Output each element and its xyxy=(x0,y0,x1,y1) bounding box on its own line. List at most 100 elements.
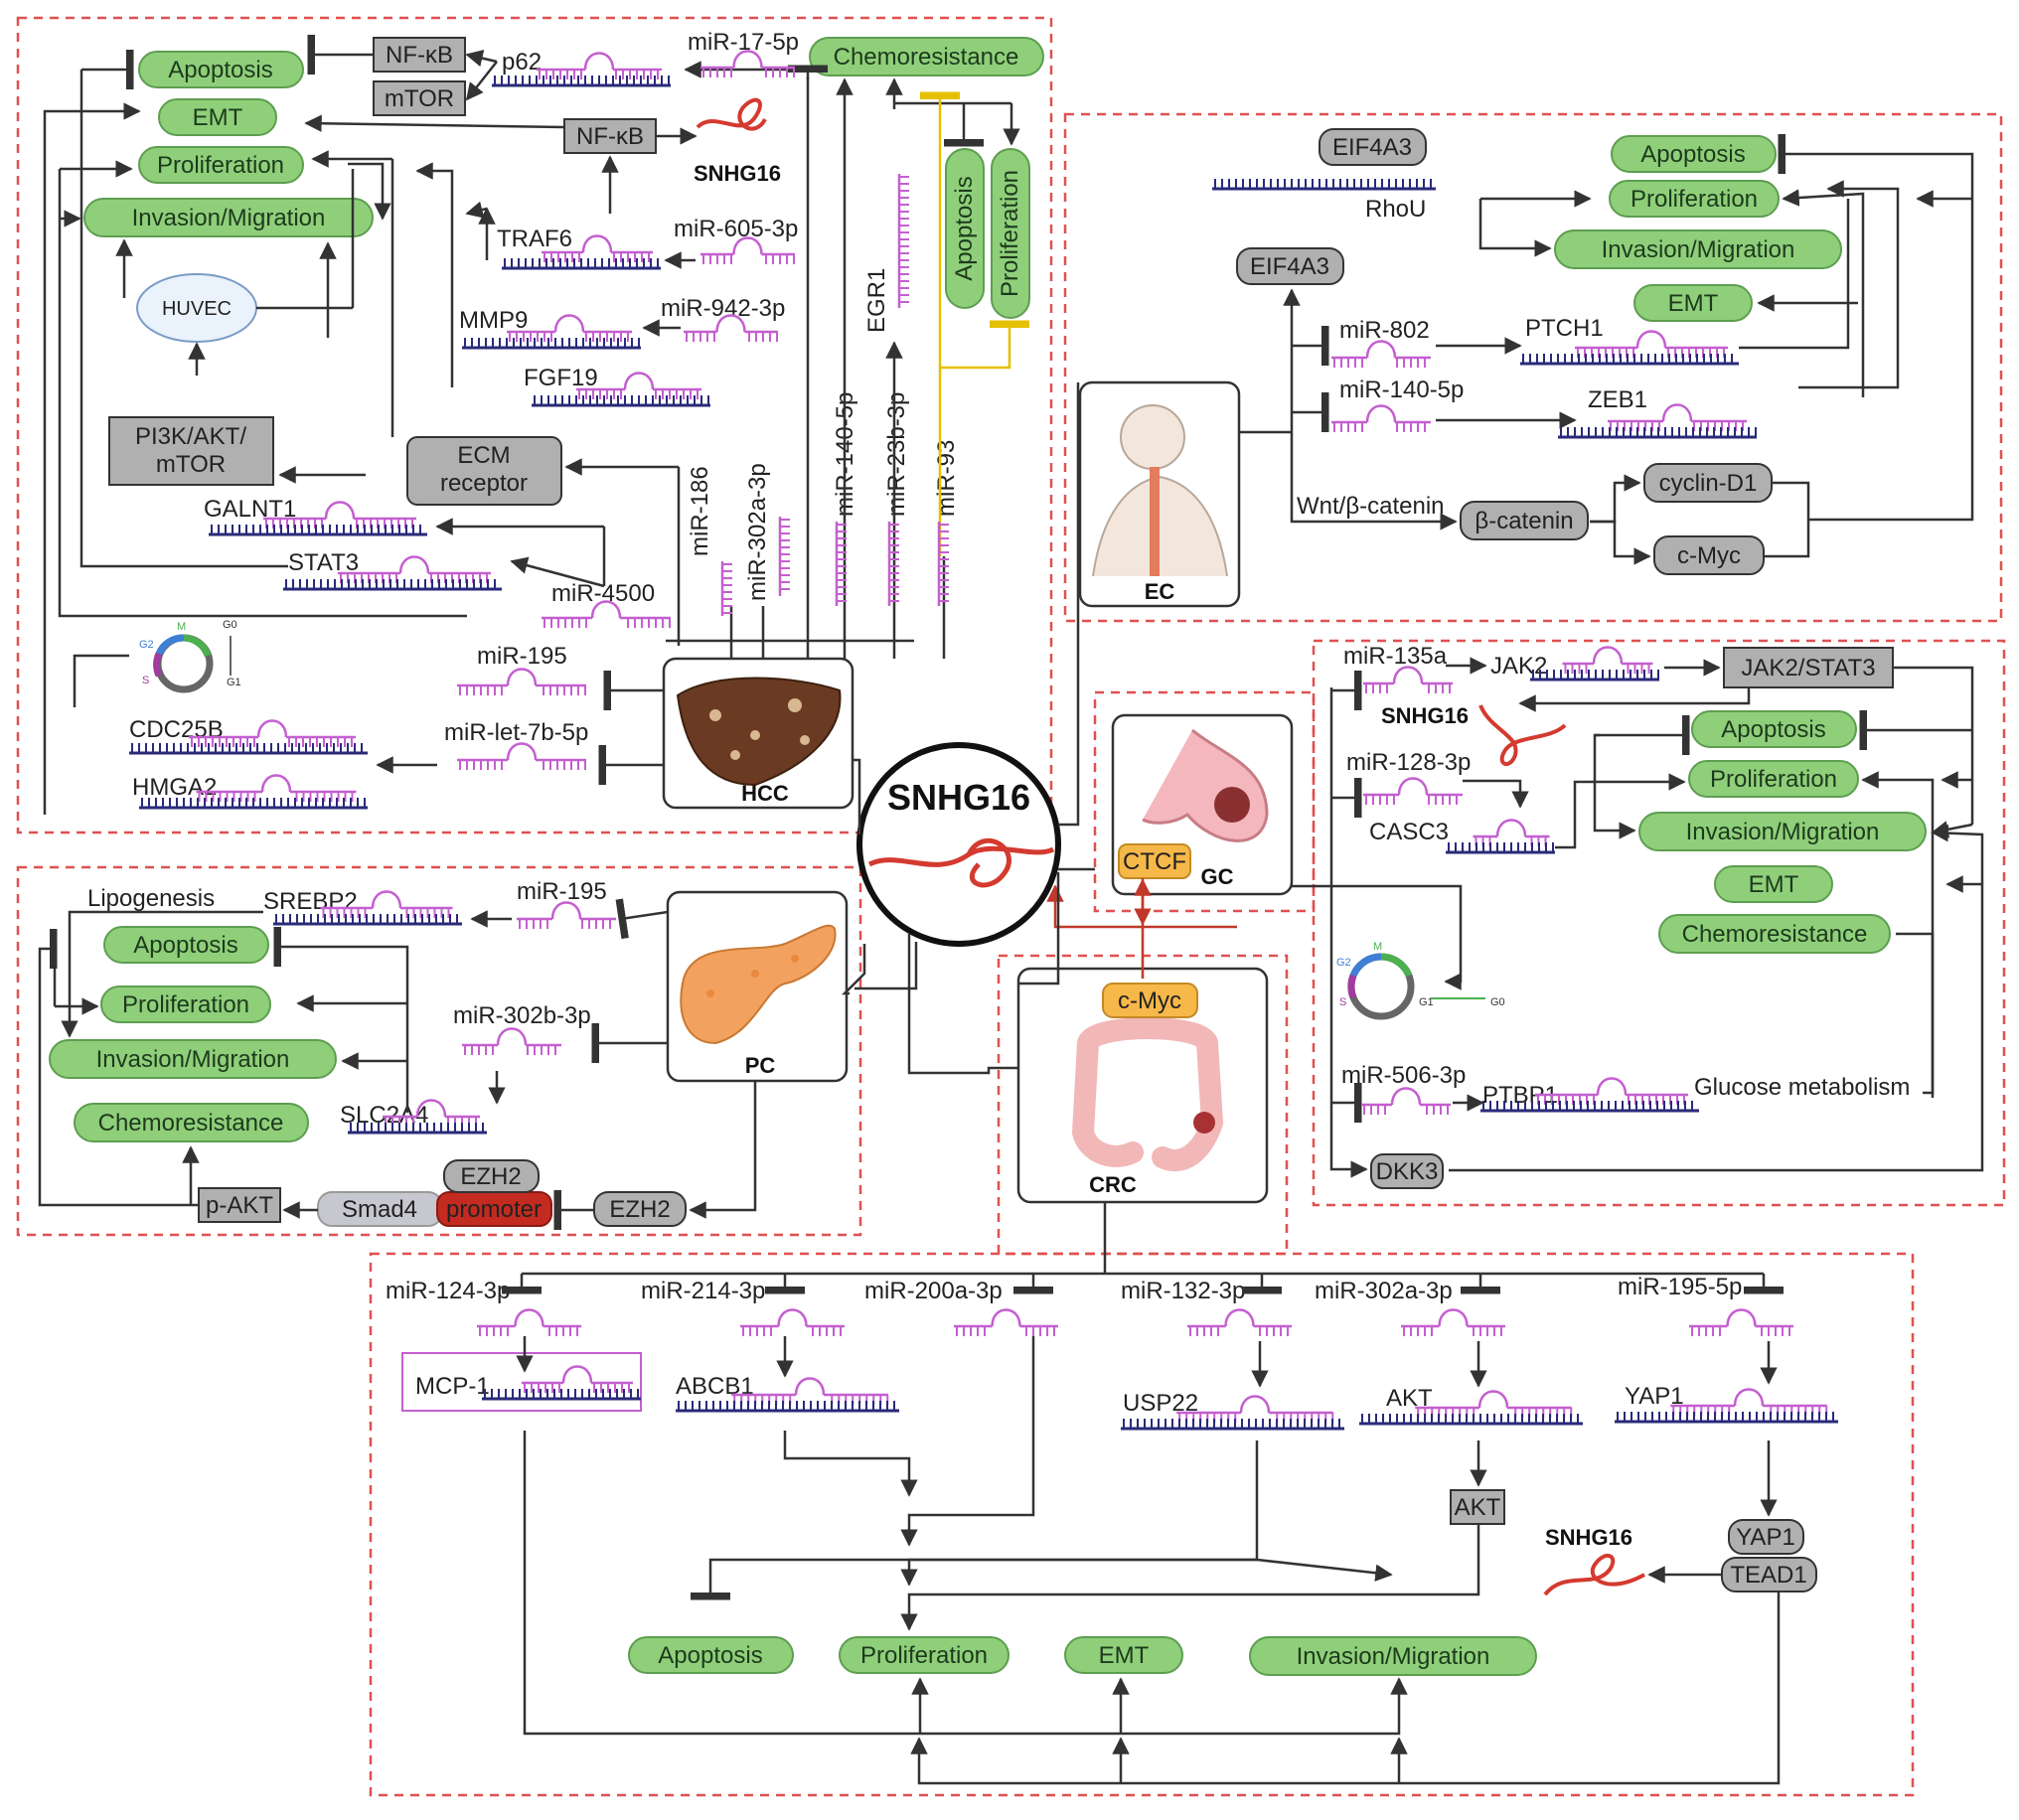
crc-akt-text: AKT xyxy=(1455,1494,1501,1521)
hcc-apoptosis-vertical-pill: Apoptosis xyxy=(945,148,985,309)
gc-jak2stat3-text: JAK2/STAT3 xyxy=(1741,655,1875,682)
hub-connectors xyxy=(841,382,1095,1075)
hcc-connectors xyxy=(43,35,1029,815)
region-ec xyxy=(1063,112,2003,623)
hcc-nfkb-a-text: NF-κB xyxy=(386,42,453,69)
gc-emt-pill: EMT xyxy=(1714,865,1833,903)
hcc-cycle-s: S xyxy=(142,675,149,686)
ec-emt-text: EMT xyxy=(1668,290,1719,317)
hcc-apoptosis-pill: Apoptosis xyxy=(138,51,304,88)
ec-cmyc-text: c-Myc xyxy=(1677,542,1741,569)
ec-bcat-text: β-catenin xyxy=(1475,508,1573,534)
hub-title: SNHG16 xyxy=(887,777,1030,818)
gc-proliferation-text: Proliferation xyxy=(1710,766,1837,793)
pc-connectors xyxy=(38,898,757,1230)
hcc-fgf19-label: FGF19 xyxy=(524,365,598,391)
ec-apoptosis-pill: Apoptosis xyxy=(1611,135,1777,173)
pc-srebp2-label: SREBP2 xyxy=(263,888,358,915)
crc-mir200a-glyph xyxy=(954,1308,1058,1336)
hcc-snhg16-rna: SNHG16 xyxy=(694,97,781,186)
crc-apoptosis-pill: Apoptosis xyxy=(628,1636,794,1674)
pc-promoter-text: promoter xyxy=(446,1196,542,1223)
pc-chemoresistance-text: Chemoresistance xyxy=(98,1110,284,1137)
pc-mir195-glyph xyxy=(517,901,616,929)
hcc-mmp9-glyph-mirna xyxy=(507,314,632,342)
hcc-p62-label: p62 xyxy=(502,49,542,76)
crc-mir-4: miR-302a-3p xyxy=(1315,1278,1453,1304)
pc-ezh2-text: EZH2 xyxy=(609,1196,670,1223)
hcc-chemoresistance-text: Chemoresistance xyxy=(834,44,1019,71)
gc-apoptosis-pill: Apoptosis xyxy=(1691,710,1857,748)
ec-organ-box: EC xyxy=(1078,380,1241,608)
crc-mir-0: miR-124-3p xyxy=(386,1278,510,1304)
ec-eif4a3-b-text: EIF4A3 xyxy=(1250,253,1329,280)
hcc-traf6-glyph-mrna xyxy=(502,258,661,270)
gc-jak2-label: JAK2 xyxy=(1490,653,1547,680)
hcc-hmga2-label: HMGA2 xyxy=(132,774,217,801)
ec-module: EC EIF4A3 EIF4A3 RhoU miR-802 PTCH1 miR-… xyxy=(1078,128,1974,608)
ec-rhou-mrna xyxy=(1212,179,1436,191)
hcc-mir186-glyph xyxy=(720,561,732,616)
ec-cmyc-box: c-Myc xyxy=(1653,535,1765,575)
gc-mir128-label: miR-128-3p xyxy=(1346,749,1471,776)
hcc-mir93-glyph xyxy=(937,522,949,606)
crc-apoptosis-text: Apoptosis xyxy=(658,1642,762,1669)
ec-connectors xyxy=(1239,134,1974,565)
ec-cyclind1-text: cyclin-D1 xyxy=(1659,470,1758,497)
hcc-mir195-glyph xyxy=(457,668,586,695)
hcc-p62-glyph-mrna xyxy=(492,76,671,87)
hcc-mmp9-label: MMP9 xyxy=(459,307,528,334)
crc-mir-5: miR-195-5p xyxy=(1618,1274,1742,1300)
pc-label: PC xyxy=(745,1053,776,1078)
hcc-huvec-text: HUVEC xyxy=(162,298,232,320)
gc-mir135a-glyph xyxy=(1363,666,1453,693)
crc-yap1-box: YAP1 xyxy=(1728,1519,1804,1555)
crc-proliferation-pill: Proliferation xyxy=(839,1636,1010,1674)
pc-organ-box: PC xyxy=(666,890,849,1083)
region-hcc xyxy=(16,16,1053,834)
hcc-pi3k-box: PI3K/AKT/mTOR xyxy=(108,416,274,486)
hcc-mmp9-glyph-mrna xyxy=(462,338,641,350)
gc-dkk3-text: DKK3 xyxy=(1376,1158,1439,1185)
pc-promoter-box: promoter xyxy=(436,1191,552,1227)
gc-cycle-g2: G2 xyxy=(1336,957,1351,969)
gc-apoptosis-text: Apoptosis xyxy=(1721,716,1825,743)
hcc-traf6-glyph-mirna xyxy=(542,234,653,262)
crc-mir-3: miR-132-3p xyxy=(1121,1278,1245,1304)
hcc-pi3k-text: PI3K/AKT/mTOR xyxy=(135,423,246,478)
hcc-stat3-label: STAT3 xyxy=(288,549,359,576)
pc-slc2a4-label: SLC2A4 xyxy=(340,1102,428,1129)
pc-apoptosis-pill: Apoptosis xyxy=(103,926,269,964)
ec-invasion-text: Invasion/Migration xyxy=(1602,236,1795,263)
pc-smad4-box: Smad4 xyxy=(317,1191,443,1227)
hcc-mirlet7b-label: miR-let-7b-5p xyxy=(444,719,588,746)
gc-invasion-pill: Invasion/Migration xyxy=(1638,812,1927,851)
crc-invasion-text: Invasion/Migration xyxy=(1297,1643,1490,1670)
hcc-fgf19-glyph-mrna xyxy=(532,395,710,407)
pc-gene-glyphs xyxy=(273,890,616,1135)
crc-mir124-glyph xyxy=(477,1308,581,1336)
ec-ptch1-glyph-mrna xyxy=(1520,354,1739,366)
crc-mir-1: miR-214-3p xyxy=(641,1278,765,1304)
pc-mir302b-label: miR-302b-3p xyxy=(453,1002,591,1029)
gc-module: GC CTCF miR-135a JAK2 JAK2/STAT3 SNHG16 … xyxy=(1111,643,1984,1189)
hcc-mir23b-label: miR-23b-3p xyxy=(883,392,910,517)
ec-proliferation-pill: Proliferation xyxy=(1609,180,1780,218)
pc-ezh2-top-text: EZH2 xyxy=(460,1163,521,1190)
pc-proliferation-pill: Proliferation xyxy=(100,986,271,1023)
gc-chemoresistance-text: Chemoresistance xyxy=(1682,921,1868,948)
hcc-mtor-text: mTOR xyxy=(385,85,454,112)
hcc-emt-text: EMT xyxy=(193,104,243,131)
hcc-mir195-label: miR-195 xyxy=(477,643,567,670)
crc-target-mcp1: MCP-1 xyxy=(415,1373,490,1400)
ec-mir140-glyph xyxy=(1331,404,1431,432)
crc-cmyc-box: c-Myc xyxy=(1102,983,1198,1018)
hcc-cycle-g0: G0 xyxy=(223,619,237,631)
crc-mir-labels: miR-124-3p miR-214-3p miR-200a-3p miR-13… xyxy=(386,1274,1742,1304)
hcc-emt-pill: EMT xyxy=(158,98,277,136)
gc-jak2stat3-box: JAK2/STAT3 xyxy=(1723,647,1894,688)
region-pc xyxy=(16,865,862,1237)
pc-srebp2-glyph-mrna xyxy=(273,914,462,926)
hcc-cycle-g2: G2 xyxy=(139,639,154,651)
